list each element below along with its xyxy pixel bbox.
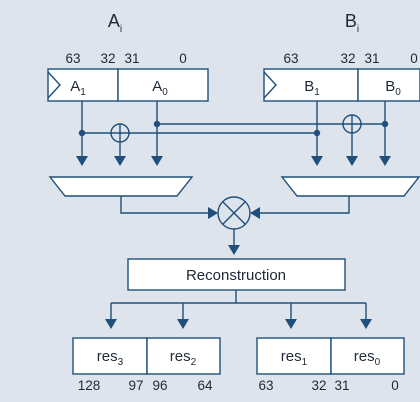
operand-b-title: Bi bbox=[345, 11, 359, 35]
register-b-low-label: B0 bbox=[385, 78, 401, 98]
reconstruction-box bbox=[127, 258, 346, 291]
result-res3-label: res3 bbox=[97, 348, 124, 368]
result-bit-128: 128 bbox=[78, 378, 101, 393]
result-bit-96: 96 bbox=[152, 378, 167, 393]
xor-icon bbox=[110, 123, 130, 143]
register-b-high bbox=[263, 68, 359, 102]
result-register-res2 bbox=[146, 337, 221, 375]
register-b-high-label: B1 bbox=[304, 78, 320, 98]
register-a-low bbox=[117, 68, 209, 102]
xor-icon bbox=[342, 114, 362, 134]
result-bit-0: 0 bbox=[391, 378, 399, 393]
result-register-res1 bbox=[256, 337, 332, 375]
result-res0-label: res0 bbox=[354, 348, 381, 368]
register-a-high-label: A1 bbox=[70, 78, 86, 98]
result-bit-64: 64 bbox=[197, 378, 213, 393]
result-bit-63: 63 bbox=[258, 378, 273, 393]
operand-a-wires bbox=[76, 101, 385, 166]
operand-a-bit-63: 63 bbox=[65, 51, 80, 66]
multiplexer-output-wires bbox=[120, 196, 350, 219]
operand-a-bit-0: 0 bbox=[179, 51, 187, 66]
operand-b-wires bbox=[311, 101, 391, 166]
operand-a-title: Ai bbox=[108, 11, 122, 35]
multiplexer-a bbox=[48, 176, 194, 197]
multiplier-output-arrow bbox=[228, 245, 240, 255]
result-bit-31: 31 bbox=[334, 378, 349, 393]
result-register-res0 bbox=[330, 337, 405, 375]
multiplexer-b bbox=[280, 176, 420, 197]
register-a-low-label: A0 bbox=[152, 78, 168, 98]
reconstruction-label: Reconstruction bbox=[186, 267, 286, 284]
operand-b-bit-32: 32 bbox=[340, 51, 355, 66]
result-res1-label: res1 bbox=[281, 348, 308, 368]
multiplier-icon bbox=[217, 196, 251, 230]
operand-a-bit-31: 31 bbox=[124, 51, 139, 66]
operand-a-bit-32: 32 bbox=[100, 51, 115, 66]
clock-triangle-icon bbox=[47, 71, 61, 99]
result-bit-97: 97 bbox=[128, 378, 143, 393]
operand-b-bit-31: 31 bbox=[364, 51, 379, 66]
clock-triangle-icon bbox=[263, 71, 277, 99]
operand-b-bit-63: 63 bbox=[283, 51, 298, 66]
reconstruction-output-wires bbox=[105, 290, 372, 329]
result-register-res3 bbox=[72, 337, 148, 375]
register-b-low bbox=[357, 68, 420, 102]
result-bit-32: 32 bbox=[311, 378, 326, 393]
operand-b-bit-0: 0 bbox=[410, 51, 418, 66]
result-res2-label: res2 bbox=[170, 348, 197, 368]
